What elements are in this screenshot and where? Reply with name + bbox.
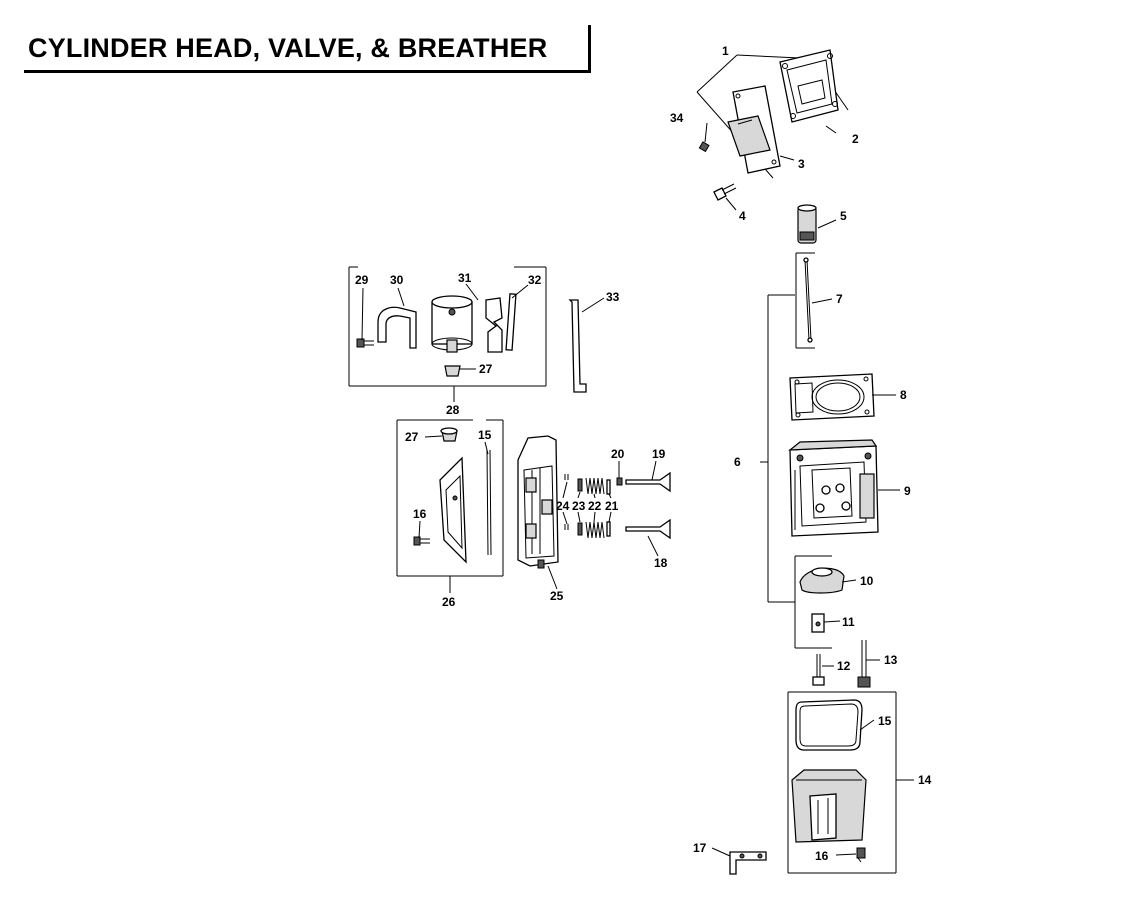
callout-29: 29 (355, 273, 369, 287)
part-27b-plug (440, 427, 458, 442)
part-33-tube (568, 299, 587, 393)
part-25-head-side (517, 435, 559, 569)
callout-6: 6 (734, 455, 741, 469)
group-6-bracket (760, 294, 795, 603)
callout-32: 32 (528, 273, 542, 287)
part-16b-screw (413, 536, 430, 546)
part-31-breather-filter (431, 295, 473, 353)
callout-27-valve-group: 27 (405, 430, 419, 444)
callout-4: 4 (739, 209, 746, 223)
callout-13: 13 (884, 653, 898, 667)
part-31-reed (485, 297, 503, 353)
part-21-seal (606, 479, 611, 537)
callout-3: 3 (798, 157, 805, 171)
callout-15-valve-group: 15 (478, 428, 492, 442)
part-7-push-rod-box (795, 252, 815, 349)
callout-12: 12 (837, 659, 851, 673)
part-13-bolt (857, 640, 871, 688)
part-34-plug (698, 141, 710, 153)
part-23-retainer (577, 478, 583, 536)
part-24-keepers (564, 474, 569, 530)
part-5-lifter (797, 204, 817, 244)
callout-16-valve-group: 16 (413, 507, 427, 521)
callout-14: 14 (918, 773, 932, 787)
callout-31: 31 (458, 271, 472, 285)
callout-17: 17 (693, 841, 707, 855)
callout-2: 2 (852, 132, 859, 146)
group-28-breather-box (348, 266, 547, 402)
callout-34: 34 (670, 111, 684, 125)
part-3-breather-cover (727, 85, 781, 174)
callout-9: 9 (904, 484, 911, 498)
part-15-valve-cover-gasket (795, 699, 863, 751)
part-11-pivot (811, 613, 825, 633)
part-26-cover-plate (439, 456, 467, 564)
callout-19: 19 (652, 447, 666, 461)
callout-21: 21 (605, 499, 619, 513)
callout-5: 5 (840, 209, 847, 223)
part-20-seal (616, 477, 623, 486)
callout-11: 11 (842, 615, 855, 629)
group-14-valve-cover-box (787, 691, 897, 874)
part-29-screw (356, 338, 374, 348)
callout-22: 22 (588, 499, 602, 513)
callout-10: 10 (860, 574, 874, 588)
page-title: CYLINDER HEAD, VALVE, & BREATHER (28, 33, 548, 63)
callout-27-breather: 27 (479, 362, 493, 376)
leader-lines (361, 122, 914, 857)
part-30-bracket (377, 306, 417, 349)
part-18-intake-valve (625, 518, 671, 540)
callout-30: 30 (390, 273, 404, 287)
part-10-rocker-box (794, 555, 845, 649)
callout-15-cover-gasket: 15 (878, 714, 892, 728)
part-16-cover-screw (856, 847, 866, 863)
callout-18: 18 (654, 556, 668, 570)
callout-labels: 1 2 3 34 4 5 7 8 6 9 10 11 12 13 15 14 1… (355, 44, 932, 863)
group-26-valve-box (396, 419, 504, 593)
part-15b-gasket (486, 449, 492, 556)
part-8-head-gasket (789, 373, 875, 421)
callout-16-cover-screw: 16 (815, 849, 829, 863)
part-14-valve-cover (791, 769, 867, 843)
page-title-box: CYLINDER HEAD, VALVE, & BREATHER (24, 25, 591, 73)
part-9-cylinder-head (788, 439, 879, 537)
callout-7: 7 (836, 292, 843, 306)
callout-28: 28 (446, 403, 460, 417)
part-17-bracket (729, 851, 767, 875)
part-2-breather-gasket (779, 49, 839, 123)
callout-23: 23 (572, 499, 586, 513)
callout-26: 26 (442, 595, 456, 609)
part-12-bolt (812, 654, 825, 686)
callout-25: 25 (550, 589, 564, 603)
callout-33: 33 (606, 290, 620, 304)
callout-24: 24 (556, 499, 570, 513)
callout-20: 20 (611, 447, 625, 461)
part-22-spring (585, 477, 605, 539)
part-4-screw (713, 183, 737, 201)
part-32-gasket (505, 293, 517, 351)
callout-8: 8 (900, 388, 907, 402)
part-27-plug (444, 365, 461, 377)
callout-1: 1 (722, 44, 729, 58)
part-19-exhaust-valve (625, 471, 671, 493)
